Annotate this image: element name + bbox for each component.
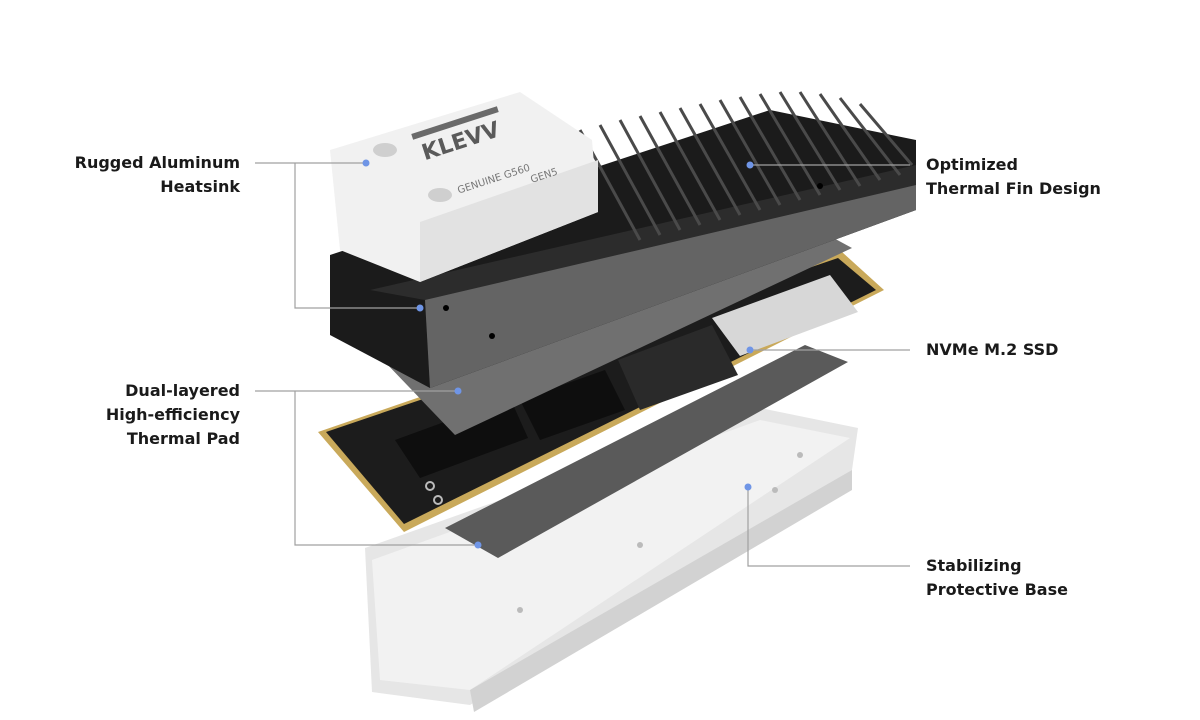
callout-lines (255, 162, 910, 567)
callout-thermal-pad-line3: Thermal Pad (126, 429, 240, 448)
lower-thermal-pad (445, 345, 848, 558)
callout-fins-line1: Optimized (926, 155, 1018, 174)
callout-ssd-line1: NVMe M.2 SSD (926, 340, 1059, 359)
heatsink-body (330, 91, 916, 388)
callout-thermal-pad-line1: Dual-layered (125, 381, 240, 400)
callout-fins: Optimized Thermal Fin Design (926, 153, 1101, 201)
callout-thermal-pad-line2: High-efficiency (105, 405, 240, 424)
protective-base (365, 408, 858, 712)
callout-heatsink-line2: Heatsink (160, 177, 240, 196)
callout-dots (362, 159, 754, 549)
thermal-fins (578, 91, 914, 241)
callout-thermal-pad: Dual-layered High-efficiency Thermal Pad (106, 379, 240, 451)
callout-base-line2: Protective Base (926, 580, 1068, 599)
callout-base-line1: Stabilizing (926, 556, 1022, 575)
nvme-ssd (318, 252, 884, 532)
callout-base: Stabilizing Protective Base (926, 554, 1068, 602)
callout-fins-line2: Thermal Fin Design (926, 179, 1101, 198)
callout-ssd: NVMe M.2 SSD (926, 338, 1058, 362)
callout-heatsink: Rugged Aluminum Heatsink (75, 151, 240, 199)
callout-heatsink-line1: Rugged Aluminum (74, 153, 240, 172)
heatsink-cap: KLEVV GENUINE G560 GEN5 (330, 92, 598, 282)
